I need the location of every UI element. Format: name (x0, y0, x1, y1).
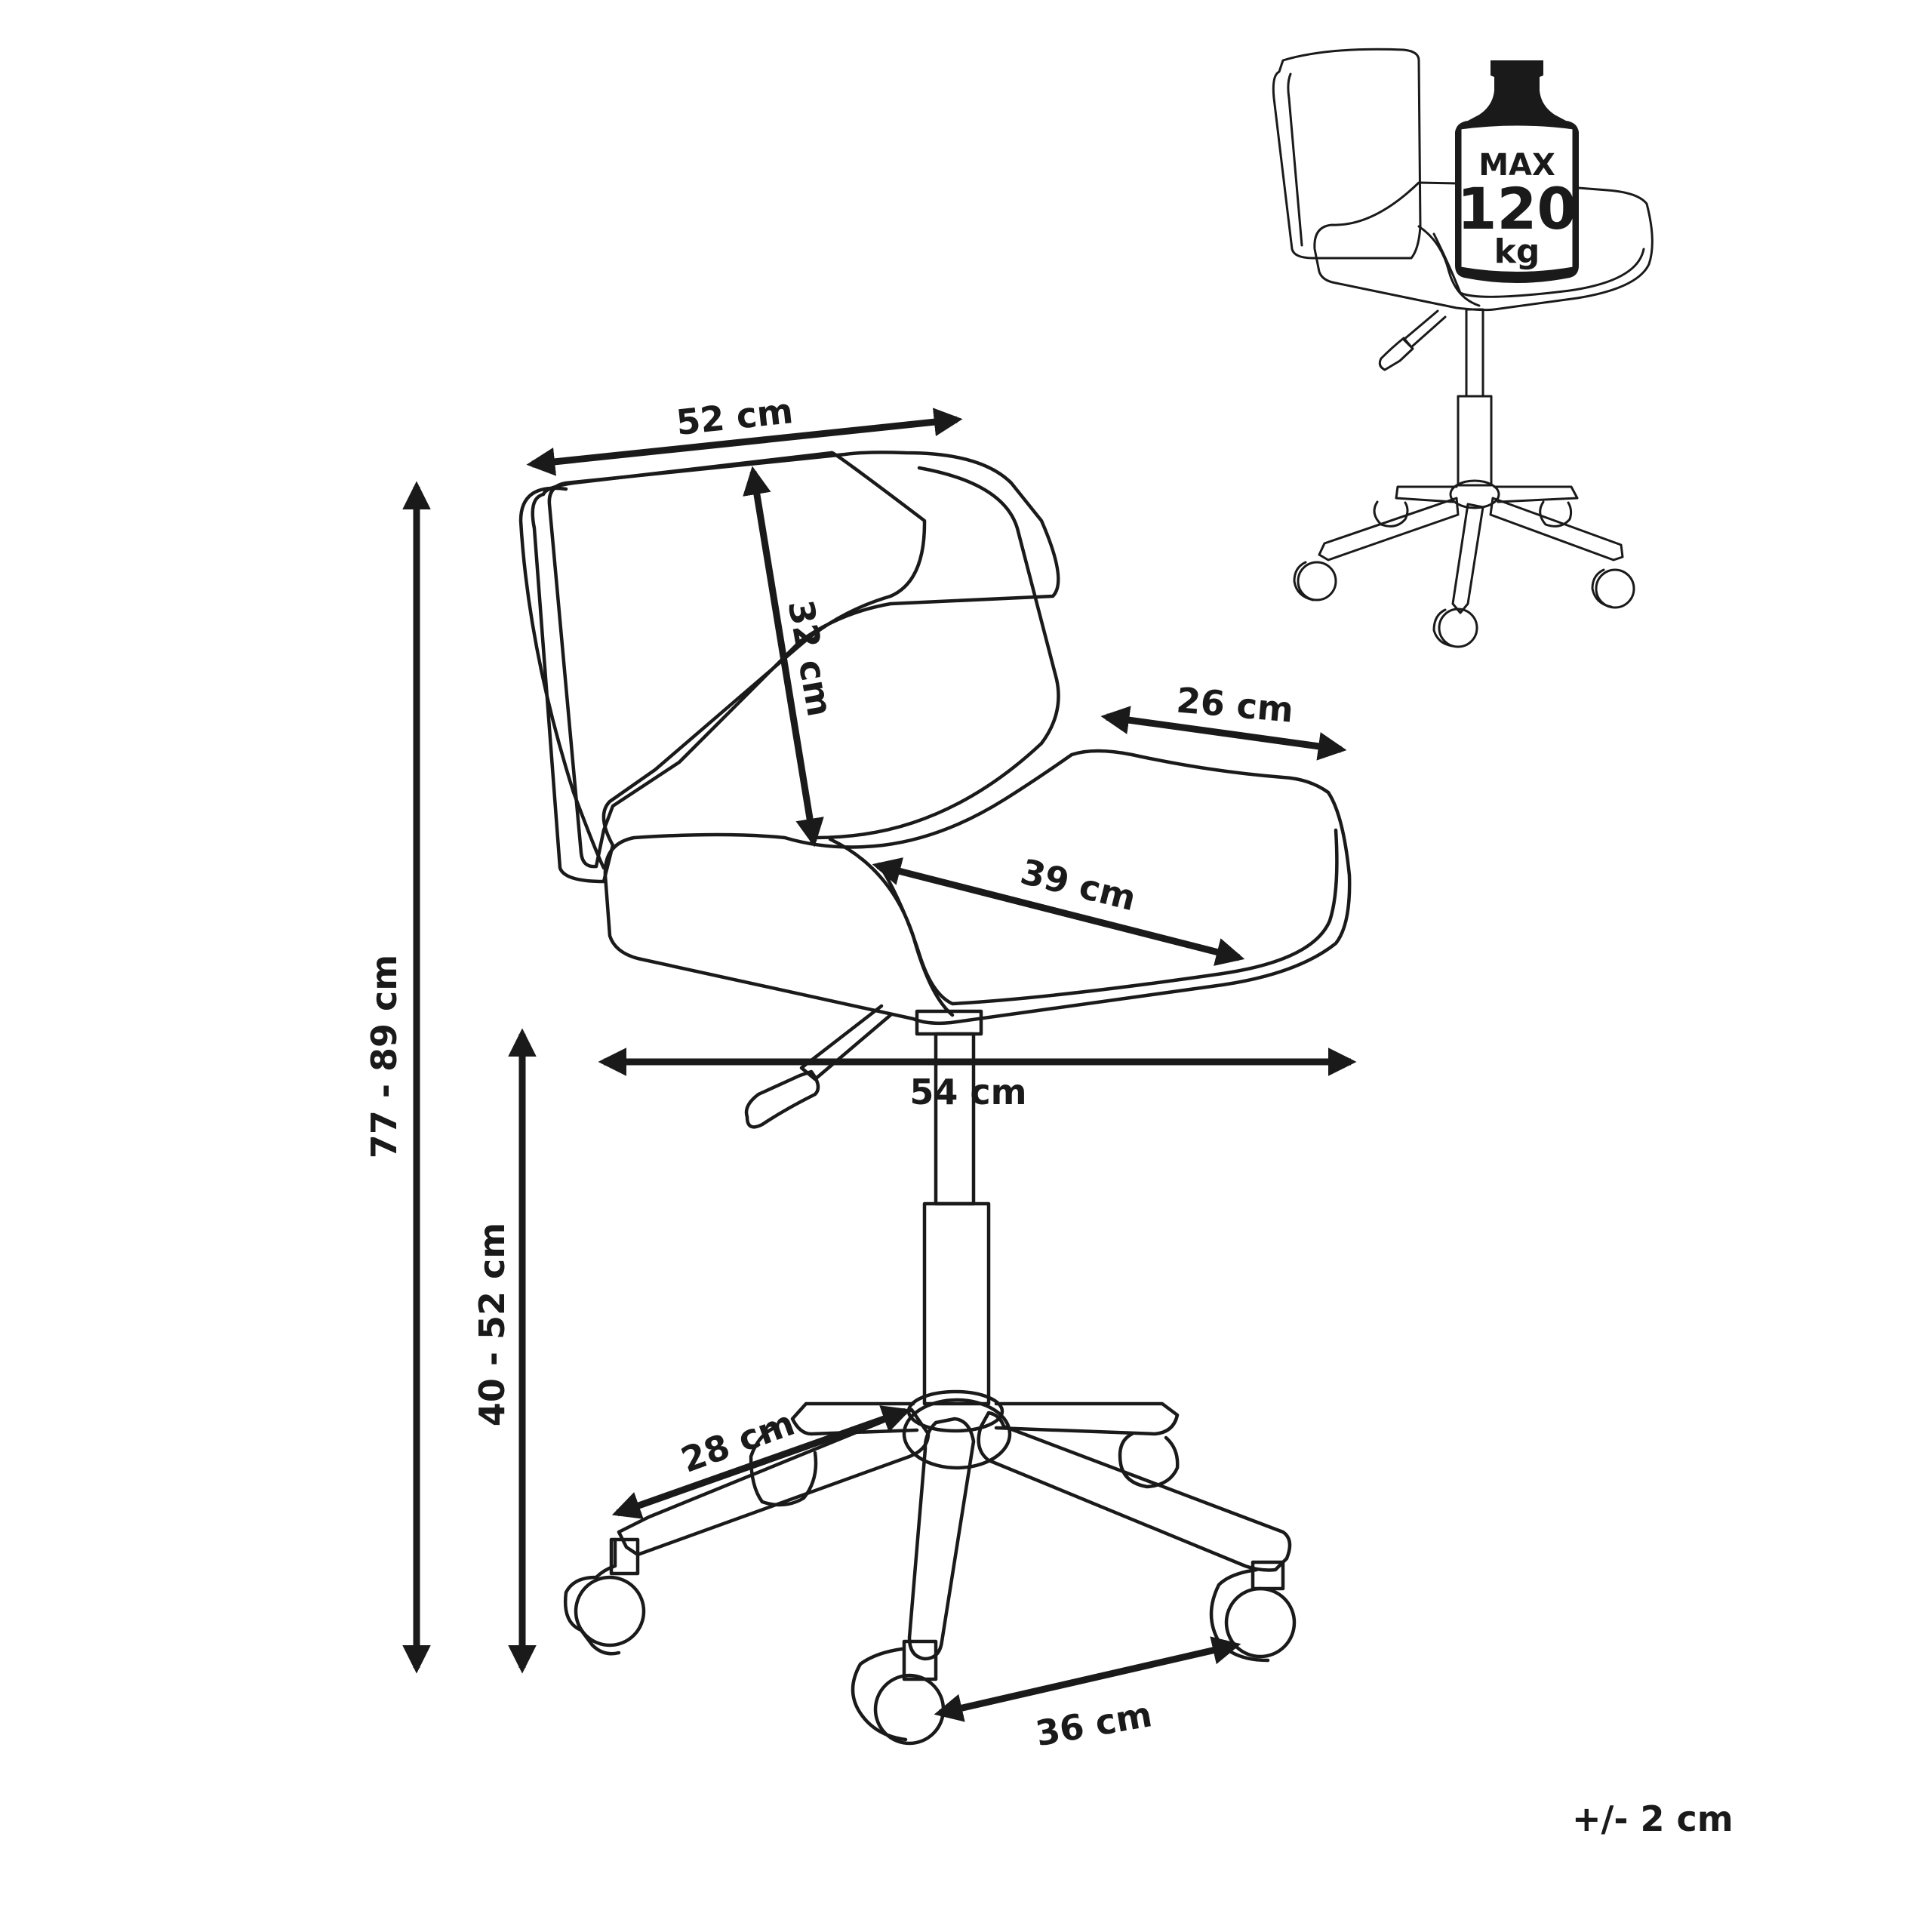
seat-shell-edge-2 (879, 828, 1339, 1006)
arrow-back-width (526, 408, 963, 476)
mini-leg-front (1451, 503, 1484, 614)
base-hub (902, 1398, 1012, 1470)
mini-seat (1313, 181, 1654, 312)
mini-caster-back-right (1539, 500, 1573, 528)
max-load-unit: kg (1494, 232, 1540, 271)
arrow-seat-front (1100, 706, 1347, 761)
mini-leg-right (1489, 497, 1624, 561)
lever-handle (744, 1069, 820, 1129)
max-load-chair-drawing (1272, 48, 1654, 648)
caster-left (563, 1537, 646, 1656)
label-seat-width: 54 cm (909, 1072, 1026, 1112)
dimension-labels: 52 cm 32 cm 26 cm 39 cm 54 cm 77 - 89 cm… (364, 390, 1295, 1754)
max-load-value: 120 (1457, 175, 1577, 242)
backrest-shell (531, 451, 927, 884)
label-seat-height: 40 - 52 cm (472, 1223, 512, 1426)
label-total-height: 77 - 89 cm (364, 955, 405, 1158)
weight-label-panel (1459, 123, 1575, 274)
mini-backrest-inner (1287, 72, 1303, 247)
mini-leg-left (1318, 497, 1460, 561)
mini-leg-back-right (1493, 485, 1579, 503)
gas-cylinder-lower (922, 1201, 991, 1406)
main-chair-drawing (518, 451, 1352, 1746)
arrow-caster-span (934, 1636, 1241, 1722)
base-leg-right (977, 1411, 1292, 1572)
arrow-back-height (743, 466, 824, 848)
mini-hub (1449, 479, 1500, 509)
label-caster-span: 36 cm (1032, 1694, 1155, 1754)
dimension-arrows (402, 408, 1357, 1722)
mini-caster-right (1595, 568, 1635, 609)
max-load-weight-icon: MAX 120 kg (1455, 60, 1579, 283)
arrow-leg-length (611, 1405, 912, 1519)
mini-backrest (1272, 48, 1422, 260)
arrow-seat-depth (872, 857, 1245, 966)
base-leg-back-right (994, 1401, 1180, 1436)
base-leg-front (907, 1417, 976, 1661)
mini-seat-edge-2 (1432, 232, 1645, 298)
backrest-front (518, 486, 606, 870)
mini-lever-handle (1378, 337, 1414, 371)
mini-caster-left (1297, 561, 1337, 601)
mini-caster-back-left (1373, 500, 1409, 528)
mini-lever (1402, 309, 1447, 349)
seat (603, 749, 1352, 1026)
backrest-edge (813, 466, 1060, 840)
mini-cylinder-lower (1457, 395, 1493, 487)
height-lever (799, 1004, 893, 1081)
max-label: MAX (1478, 148, 1555, 183)
caster-back-right (1118, 1432, 1180, 1489)
mini-cylinder-upper (1465, 308, 1484, 398)
tolerance-note: +/- 2 cm (1572, 1798, 1734, 1839)
label-seat-front: 26 cm (1175, 679, 1295, 730)
mini-caster-front (1438, 608, 1478, 648)
mini-leg-back-left (1395, 485, 1458, 503)
mini-seat-edge (1417, 225, 1481, 307)
